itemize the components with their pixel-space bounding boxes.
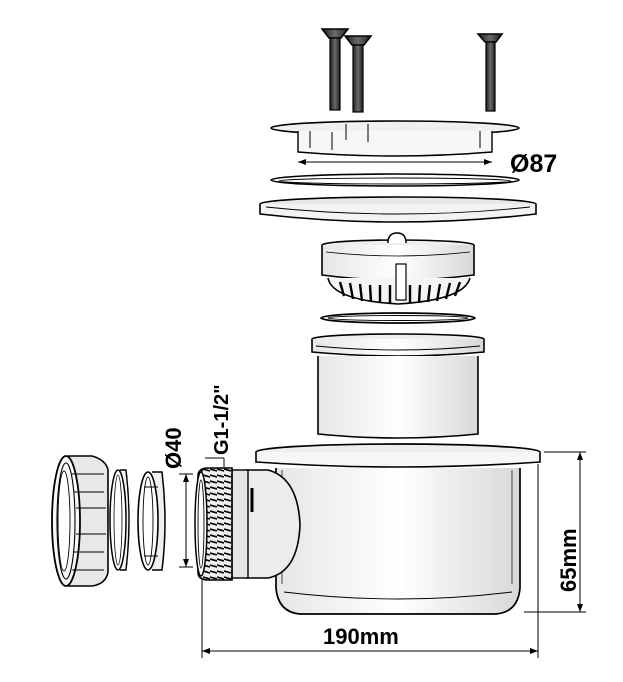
screw-left bbox=[320, 28, 350, 111]
thread-label: G1-1/2" bbox=[211, 384, 233, 455]
strainer-basket bbox=[321, 232, 475, 305]
threaded-outlet bbox=[194, 467, 233, 581]
thread-dimension: G1-1/2" bbox=[205, 384, 233, 467]
top-gasket-ring bbox=[270, 173, 520, 187]
height-label: 65mm bbox=[556, 528, 581, 592]
height-dimension: 65mm bbox=[524, 451, 586, 613]
diameter-40-dimension: Ø40 bbox=[161, 427, 193, 568]
o-ring bbox=[320, 312, 476, 324]
flange-ring bbox=[259, 196, 537, 223]
diameter-87-label: Ø87 bbox=[510, 150, 557, 178]
washer-outer bbox=[137, 471, 166, 571]
diameter-40-label: Ø40 bbox=[161, 427, 186, 469]
washer-inner bbox=[109, 469, 130, 571]
diameter-87-dimension: Ø87 bbox=[298, 150, 557, 178]
screw-middle bbox=[343, 35, 373, 113]
standpipe-collar bbox=[311, 333, 485, 439]
width-dimension: 190mm bbox=[201, 464, 539, 658]
width-label: 190mm bbox=[323, 624, 399, 649]
cover-plate bbox=[270, 120, 520, 157]
compression-nut bbox=[51, 455, 109, 587]
trap-body bbox=[231, 443, 541, 615]
screw-right bbox=[476, 33, 504, 112]
